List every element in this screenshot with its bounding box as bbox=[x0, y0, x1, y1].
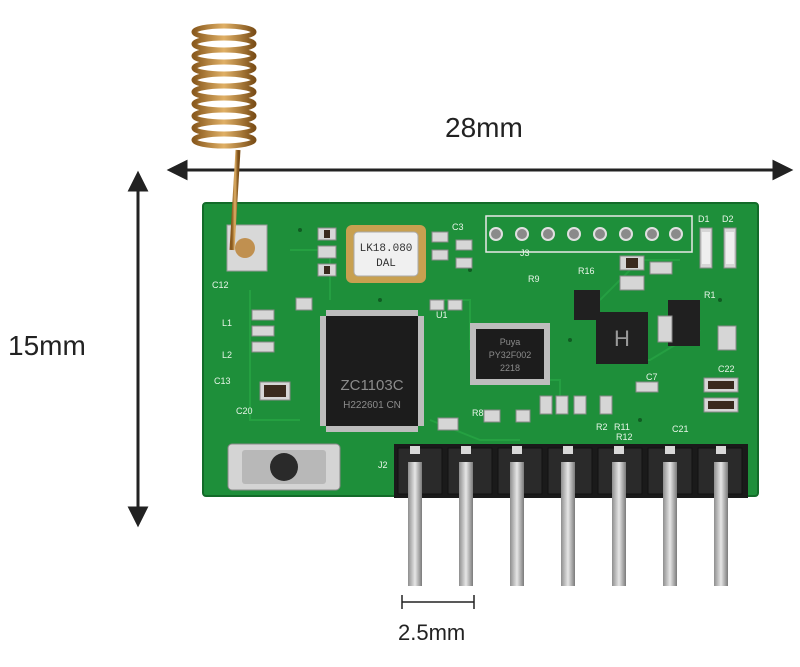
crystal-label-line2: DAL bbox=[376, 258, 396, 270]
silk-label: L2 bbox=[222, 350, 232, 360]
crystal-oscillator: LK18.080 DAL bbox=[346, 225, 426, 283]
pin-header bbox=[394, 444, 748, 586]
silk-label: R16 bbox=[578, 266, 595, 276]
silk-label: R1 bbox=[704, 290, 716, 300]
programming-pads bbox=[485, 215, 693, 253]
silk-label: C7 bbox=[646, 372, 658, 382]
height-dimension-arrow bbox=[127, 170, 149, 528]
mcu-chip: Puya PY32F002 2218 bbox=[470, 323, 550, 385]
silk-label: R8 bbox=[472, 408, 484, 418]
silk-label: D1 bbox=[698, 214, 710, 224]
silk-label: C22 bbox=[718, 364, 735, 374]
silk-label: C21 bbox=[672, 424, 689, 434]
pitch-dimension-marker bbox=[401, 595, 475, 609]
silk-label: C20 bbox=[236, 406, 253, 416]
mcu-lot: 2218 bbox=[500, 363, 520, 373]
silk-label: R11 bbox=[614, 422, 630, 432]
regulator-chip bbox=[668, 300, 700, 346]
silk-label: J3 bbox=[520, 248, 530, 258]
sot-chip bbox=[574, 290, 600, 320]
antenna-solder-joint bbox=[235, 238, 255, 258]
width-dimension-label: 28mm bbox=[445, 112, 523, 143]
silk-label: R9 bbox=[528, 274, 540, 284]
mcu-brand: Puya bbox=[500, 337, 521, 347]
silk-label: U1 bbox=[436, 310, 448, 320]
height-dimension-label: 15mm bbox=[8, 330, 86, 361]
rf-chip-lot: H222601 CN bbox=[343, 400, 401, 411]
rf-transceiver-chip: ZC1103C H222601 CN bbox=[320, 310, 424, 432]
spring-antenna bbox=[191, 23, 257, 251]
silk-label: R2 bbox=[596, 422, 608, 432]
mcu-model: PY32F002 bbox=[489, 350, 532, 360]
silk-label: C12 bbox=[212, 280, 229, 290]
silk-label: D2 bbox=[722, 214, 734, 224]
silk-label: J2 bbox=[378, 460, 388, 470]
tactile-push-button bbox=[227, 443, 341, 491]
pin-pitch-label: 2.5mm bbox=[398, 620, 466, 645]
passive-components bbox=[251, 227, 739, 431]
silk-label: L1 bbox=[222, 318, 232, 328]
silk-label: C13 bbox=[214, 376, 231, 386]
silk-label: C3 bbox=[452, 222, 464, 232]
width-dimension-arrow bbox=[166, 159, 794, 181]
h-mosfet: H bbox=[596, 312, 648, 364]
crystal-label-line1: LK18.080 bbox=[360, 243, 413, 255]
rf-chip-model: ZC1103C bbox=[340, 377, 403, 394]
mosfet-marking: H bbox=[614, 326, 630, 351]
silk-label: R12 bbox=[616, 432, 633, 442]
